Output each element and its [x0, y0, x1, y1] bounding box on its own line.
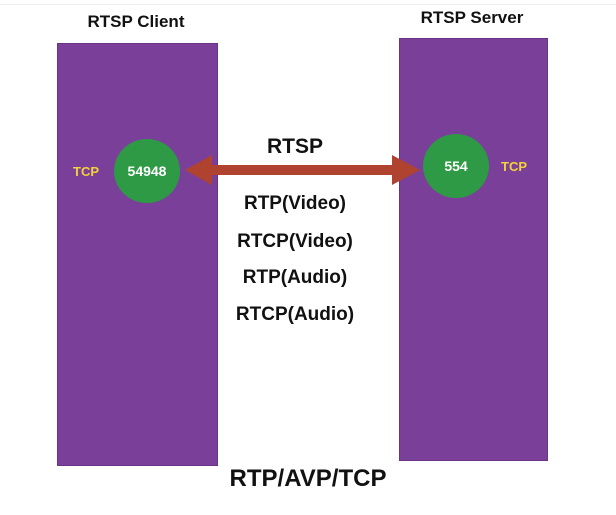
server-transport-label: TCP [501, 159, 527, 174]
client-transport-label: TCP [73, 164, 99, 179]
top-divider [0, 4, 616, 5]
bidirectional-arrow-icon [185, 155, 420, 185]
server-port-circle: 554 [423, 134, 489, 198]
client-title: RTSP Client [87, 12, 185, 31]
stream-label: RTCP(Audio) [235, 304, 355, 325]
server-title: RTSP Server [420, 8, 524, 27]
arrow-label: RTSP [266, 135, 323, 158]
client-port-circle: 54948 [114, 139, 180, 203]
server-box [399, 38, 548, 461]
stream-label: RTP(Video) [243, 193, 347, 214]
client-box [57, 43, 218, 466]
footer-label: RTP/AVP/TCP [229, 465, 387, 492]
stream-label: RTP(Audio) [242, 267, 348, 288]
stream-label: RTCP(Video) [237, 231, 353, 252]
